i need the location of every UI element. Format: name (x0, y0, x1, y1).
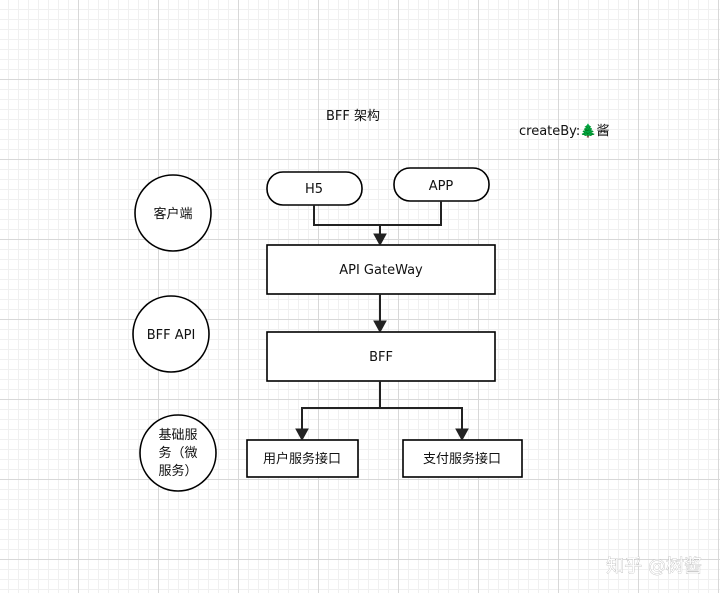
node-payment-service-box (402, 439, 523, 478)
arrow-head-gateway (373, 233, 387, 247)
layer-basic-services-circle (139, 414, 217, 492)
node-h5: H5 (266, 171, 363, 206)
layer-client: 客户端 (134, 174, 212, 252)
node-gateway-label: API GateWay (339, 263, 423, 278)
node-payment-service: 支付服务接口 (402, 439, 523, 478)
edge-bff-to-user-service (301, 381, 381, 431)
layer-client-label: 客户端 (153, 206, 192, 222)
arrow-head-payment-service (455, 428, 469, 442)
node-bff-box (266, 331, 496, 382)
layer-basic-services-label-line3: 服务） (158, 463, 197, 479)
layer-client-circle (134, 174, 212, 252)
diagram-credit: createBy:🌲酱 (519, 123, 610, 139)
node-user-service-box (246, 439, 359, 478)
layer-basic-services-label-line1: 基础服 (158, 428, 197, 443)
node-gateway: API GateWay (266, 244, 496, 295)
node-bff: BFF (266, 331, 496, 382)
edge-bff-to-payment-service (380, 407, 463, 431)
layer-basic-services: 基础服 务（微 服务） (139, 414, 217, 492)
node-user-service: 用户服务接口 (246, 439, 359, 478)
node-h5-label: H5 (305, 182, 323, 197)
node-user-service-label: 用户服务接口 (263, 451, 341, 467)
node-app-label: APP (429, 179, 454, 194)
layer-bff-api-circle (132, 295, 210, 373)
node-gateway-box (266, 244, 496, 295)
node-bff-label: BFF (369, 350, 393, 365)
arrow-head-bff (373, 320, 387, 334)
layer-bff-api-label: BFF API (147, 328, 196, 343)
node-payment-service-label: 支付服务接口 (423, 451, 501, 467)
diagram-title: BFF 架构 (326, 109, 380, 124)
edge-clients-merge (313, 201, 442, 226)
arrow-head-user-service (295, 428, 309, 442)
layer-bff-api: BFF API (132, 295, 210, 373)
layer-basic-services-label-line2: 务（微 (158, 445, 197, 461)
watermark-text: 知乎 @树酱 (606, 556, 702, 577)
node-app: APP (393, 167, 490, 202)
